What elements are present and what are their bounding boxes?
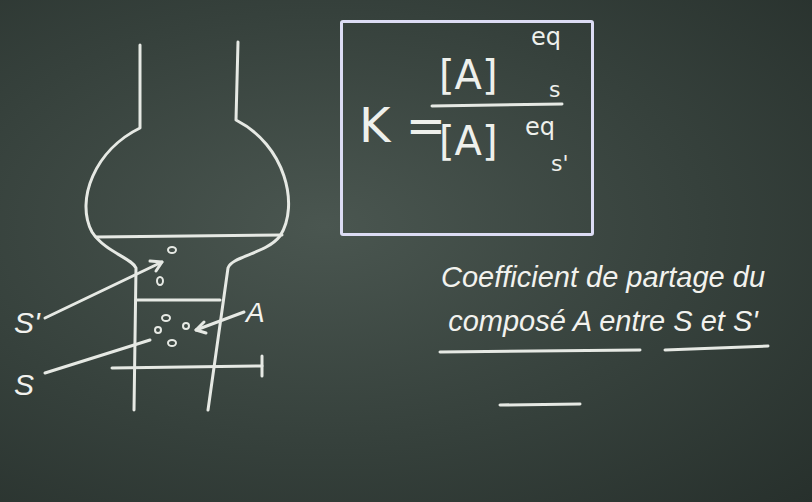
- formula-superscript: eq: [531, 25, 561, 49]
- formula-concentration: [A]: [439, 121, 498, 161]
- formula-k: K =: [359, 101, 446, 149]
- phase-label: S: [14, 362, 34, 407]
- formula-concentration: [A]: [439, 55, 498, 95]
- phase-label: S': [14, 300, 40, 345]
- compound-label: A: [246, 292, 265, 334]
- formula-superscript: eq: [525, 115, 555, 139]
- note-text: Coefficient de partage du composé A entr…: [418, 256, 788, 343]
- formula-subscript: s: [549, 79, 560, 101]
- formula-box: K =[A]eqs[A]eqs': [340, 20, 594, 236]
- formula-subscript: s': [551, 153, 569, 175]
